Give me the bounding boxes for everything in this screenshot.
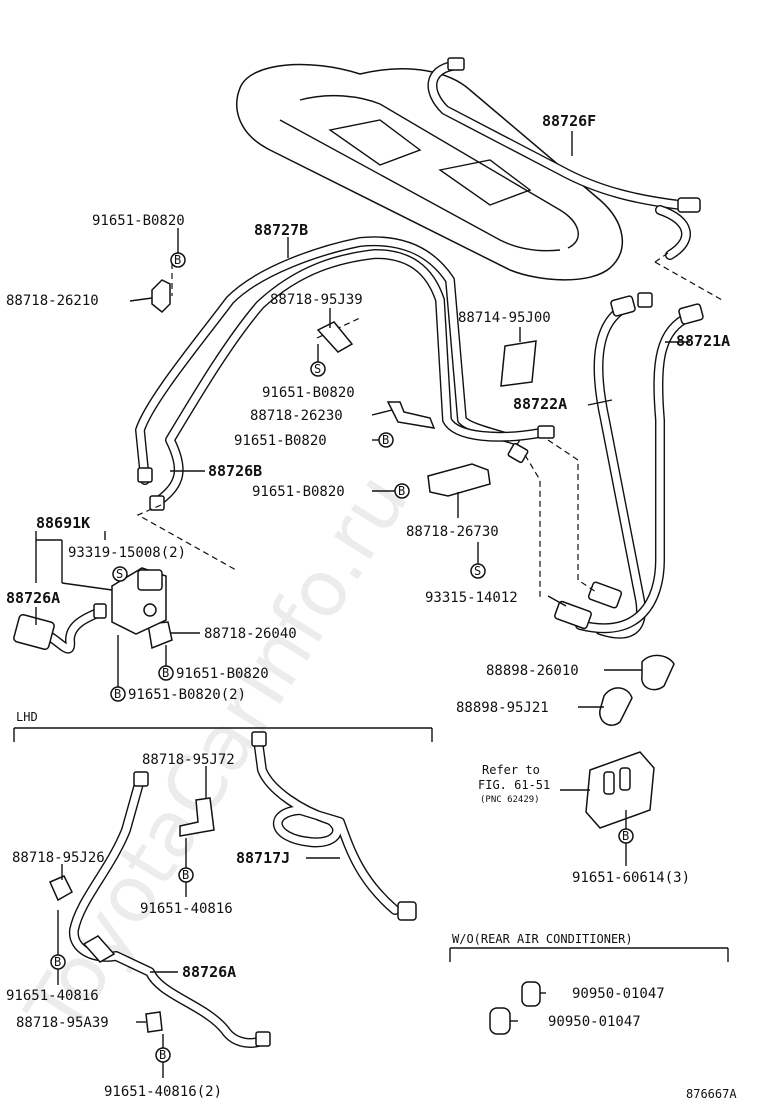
svg-text:B: B: [382, 433, 389, 447]
label-88718-26230: 88718-26230: [250, 408, 343, 424]
figure-code: 876667A: [686, 1087, 737, 1101]
label-93319-15008: 93319-15008(2): [68, 545, 186, 561]
pipe-88721A-88722A: [554, 292, 704, 639]
label-91651-B0820-a: 91651-B0820: [262, 385, 355, 401]
label-90950-01047-b: 90950-01047: [548, 1014, 641, 1030]
gasket-88714-95J00: [500, 340, 537, 387]
label-88718-95A39: 88718-95A39: [16, 1015, 109, 1031]
label-88722A: 88722A: [513, 395, 567, 413]
bracket-88718-26230: [386, 401, 436, 429]
evaporator-housing: [236, 63, 624, 281]
bracket-88718-95J39: [316, 321, 354, 353]
label-88726B: 88726B: [208, 462, 262, 480]
label-88718-26040: 88718-26040: [204, 626, 297, 642]
cap-88898-26010: [641, 654, 675, 691]
label-93315-14012: 93315-14012: [425, 590, 518, 606]
svg-text:B: B: [114, 687, 121, 701]
label-91651-40816-c: 91651-40816(2): [104, 1084, 222, 1100]
label-88691K: 88691K: [36, 514, 90, 532]
label-88718-95J26: 88718-95J26: [12, 850, 105, 866]
label-90950-01047-a: 90950-01047: [572, 986, 665, 1002]
svg-text:B: B: [622, 829, 629, 843]
bracket-88718-95J72: [179, 797, 215, 837]
pipe-88726A-top: [13, 603, 107, 654]
bracket-88718-26210: [151, 279, 171, 314]
label-91651-B0820-b: 91651-B0820: [234, 433, 327, 449]
label-88718-26210: 88718-26210: [6, 293, 99, 309]
label-wo-rear-ac: W/O(REAR AIR CONDITIONER): [452, 932, 633, 946]
label-88721A: 88721A: [676, 332, 730, 350]
label-88714-95J00: 88714-95J00: [458, 310, 551, 326]
part-labels: 88726F 88727B 91651-B0820 88718-26210 88…: [6, 112, 737, 1101]
label-88898-26010: 88898-26010: [486, 663, 579, 679]
bracket-88718-95A39: [145, 1011, 163, 1033]
svg-text:S: S: [116, 567, 123, 581]
plate-62429: [585, 751, 655, 829]
svg-text:B: B: [174, 253, 181, 267]
fastener-symbols: B S B B S S B B B B B B: [50, 252, 634, 1063]
label-91651-B0820-c: 91651-B0820: [252, 484, 345, 500]
label-88898-95J21: 88898-95J21: [456, 700, 549, 716]
reference-line3: (PNC 62429): [480, 795, 540, 805]
label-88726A-top: 88726A: [6, 589, 60, 607]
label-88726A-bottom: 88726A: [182, 963, 236, 981]
label-91651-60614: 91651-60614(3): [572, 870, 690, 886]
reference-line2: FIG. 61-51: [478, 778, 550, 792]
label-88718-95J39: 88718-95J39: [270, 292, 363, 308]
svg-text:B: B: [398, 484, 405, 498]
bracket-88718-26730: [427, 463, 491, 497]
label-91651-40816-a: 91651-40816: [140, 901, 233, 917]
pipe-88727B: [135, 236, 555, 511]
svg-text:B: B: [162, 666, 169, 680]
cap-88898-95J21: [599, 687, 633, 726]
label-91651-B0820-e: 91651-B0820(2): [128, 687, 246, 703]
svg-text:S: S: [314, 362, 321, 376]
label-91651-40816-b: 91651-40816: [6, 988, 99, 1004]
label-88718-95J72: 88718-95J72: [142, 752, 235, 768]
label-lhd: LHD: [16, 710, 38, 724]
bracket-88718-95J26: [49, 875, 73, 902]
label-88727B: 88727B: [254, 221, 308, 239]
label-88726F: 88726F: [542, 112, 596, 130]
plug-90950-01047-b: [489, 1007, 511, 1035]
plug-90950-01047-a: [521, 981, 541, 1007]
label-88717J: 88717J: [236, 849, 290, 867]
svg-text:S: S: [474, 564, 481, 578]
svg-text:B: B: [159, 1048, 166, 1062]
pipe-88726A-bottom: [68, 771, 271, 1048]
valve-88691K: [111, 567, 167, 635]
pipe-88717J: [251, 731, 417, 921]
label-88718-26730: 88718-26730: [406, 524, 499, 540]
label-91651-B0820-top: 91651-B0820: [92, 213, 185, 229]
pipe-88726F: [427, 57, 701, 260]
leader-lines: [35, 131, 690, 1078]
label-91651-B0820-d: 91651-B0820: [176, 666, 269, 682]
svg-text:B: B: [182, 868, 189, 882]
reference-line1: Refer to: [482, 763, 540, 777]
svg-text:B: B: [54, 955, 61, 969]
